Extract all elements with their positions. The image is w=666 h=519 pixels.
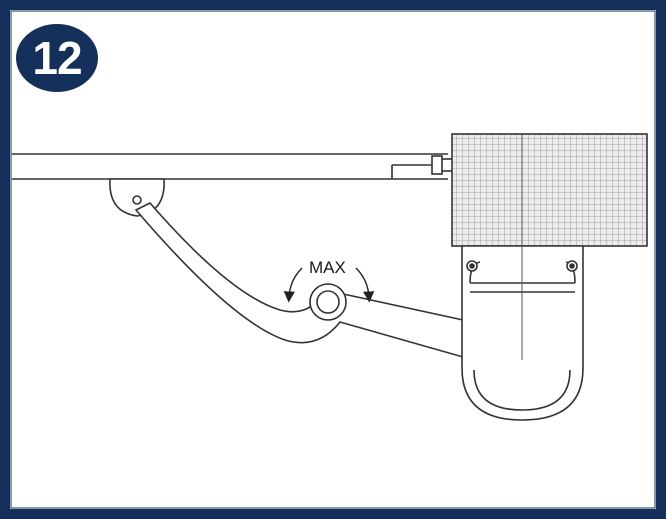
adjustment-arrows bbox=[283, 267, 375, 303]
gate-rail bbox=[12, 153, 452, 180]
motor-body bbox=[461, 245, 584, 421]
motor-housing bbox=[451, 133, 648, 247]
step-number-badge: 12 bbox=[16, 24, 98, 92]
max-label: MAX bbox=[309, 258, 346, 277]
step-number: 12 bbox=[32, 32, 82, 84]
operator-arm bbox=[134, 202, 464, 359]
